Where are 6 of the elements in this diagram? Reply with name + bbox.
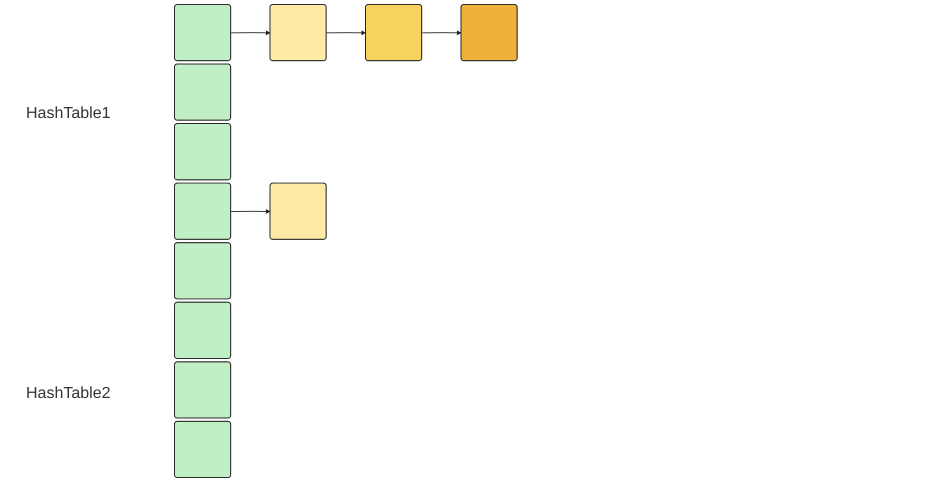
arrow (422, 30, 462, 36)
table-label: HashTable2 (26, 385, 110, 403)
arrow (326, 30, 366, 36)
arrow (230, 208, 270, 214)
arrow (230, 30, 270, 36)
table-label: HashTable1 (26, 105, 110, 123)
